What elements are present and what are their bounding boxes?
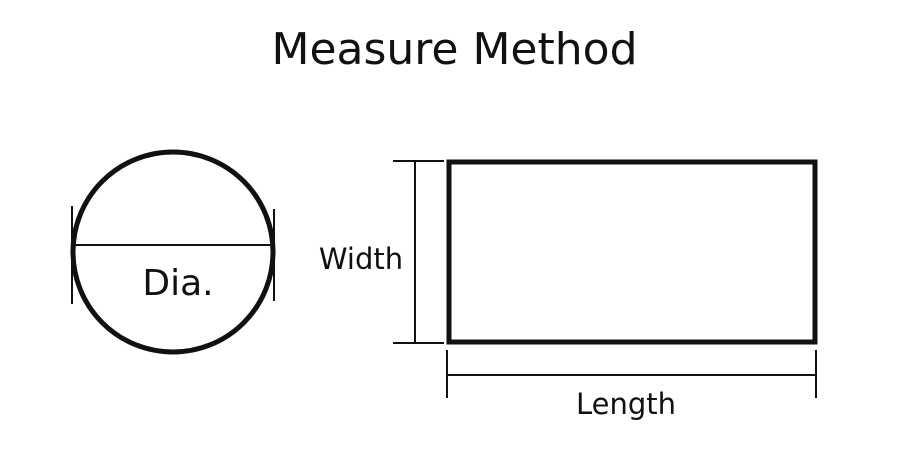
rectangle-figure: Width Length — [319, 159, 818, 421]
circle-figure: Dia. — [70, 149, 276, 355]
page-title: Measure Method — [271, 24, 638, 75]
width-label: Width — [319, 242, 403, 276]
rectangle-shape — [446, 159, 818, 345]
round-shape — [70, 149, 276, 355]
diameter-label: Dia. — [142, 263, 213, 304]
length-label: Length — [576, 387, 676, 421]
